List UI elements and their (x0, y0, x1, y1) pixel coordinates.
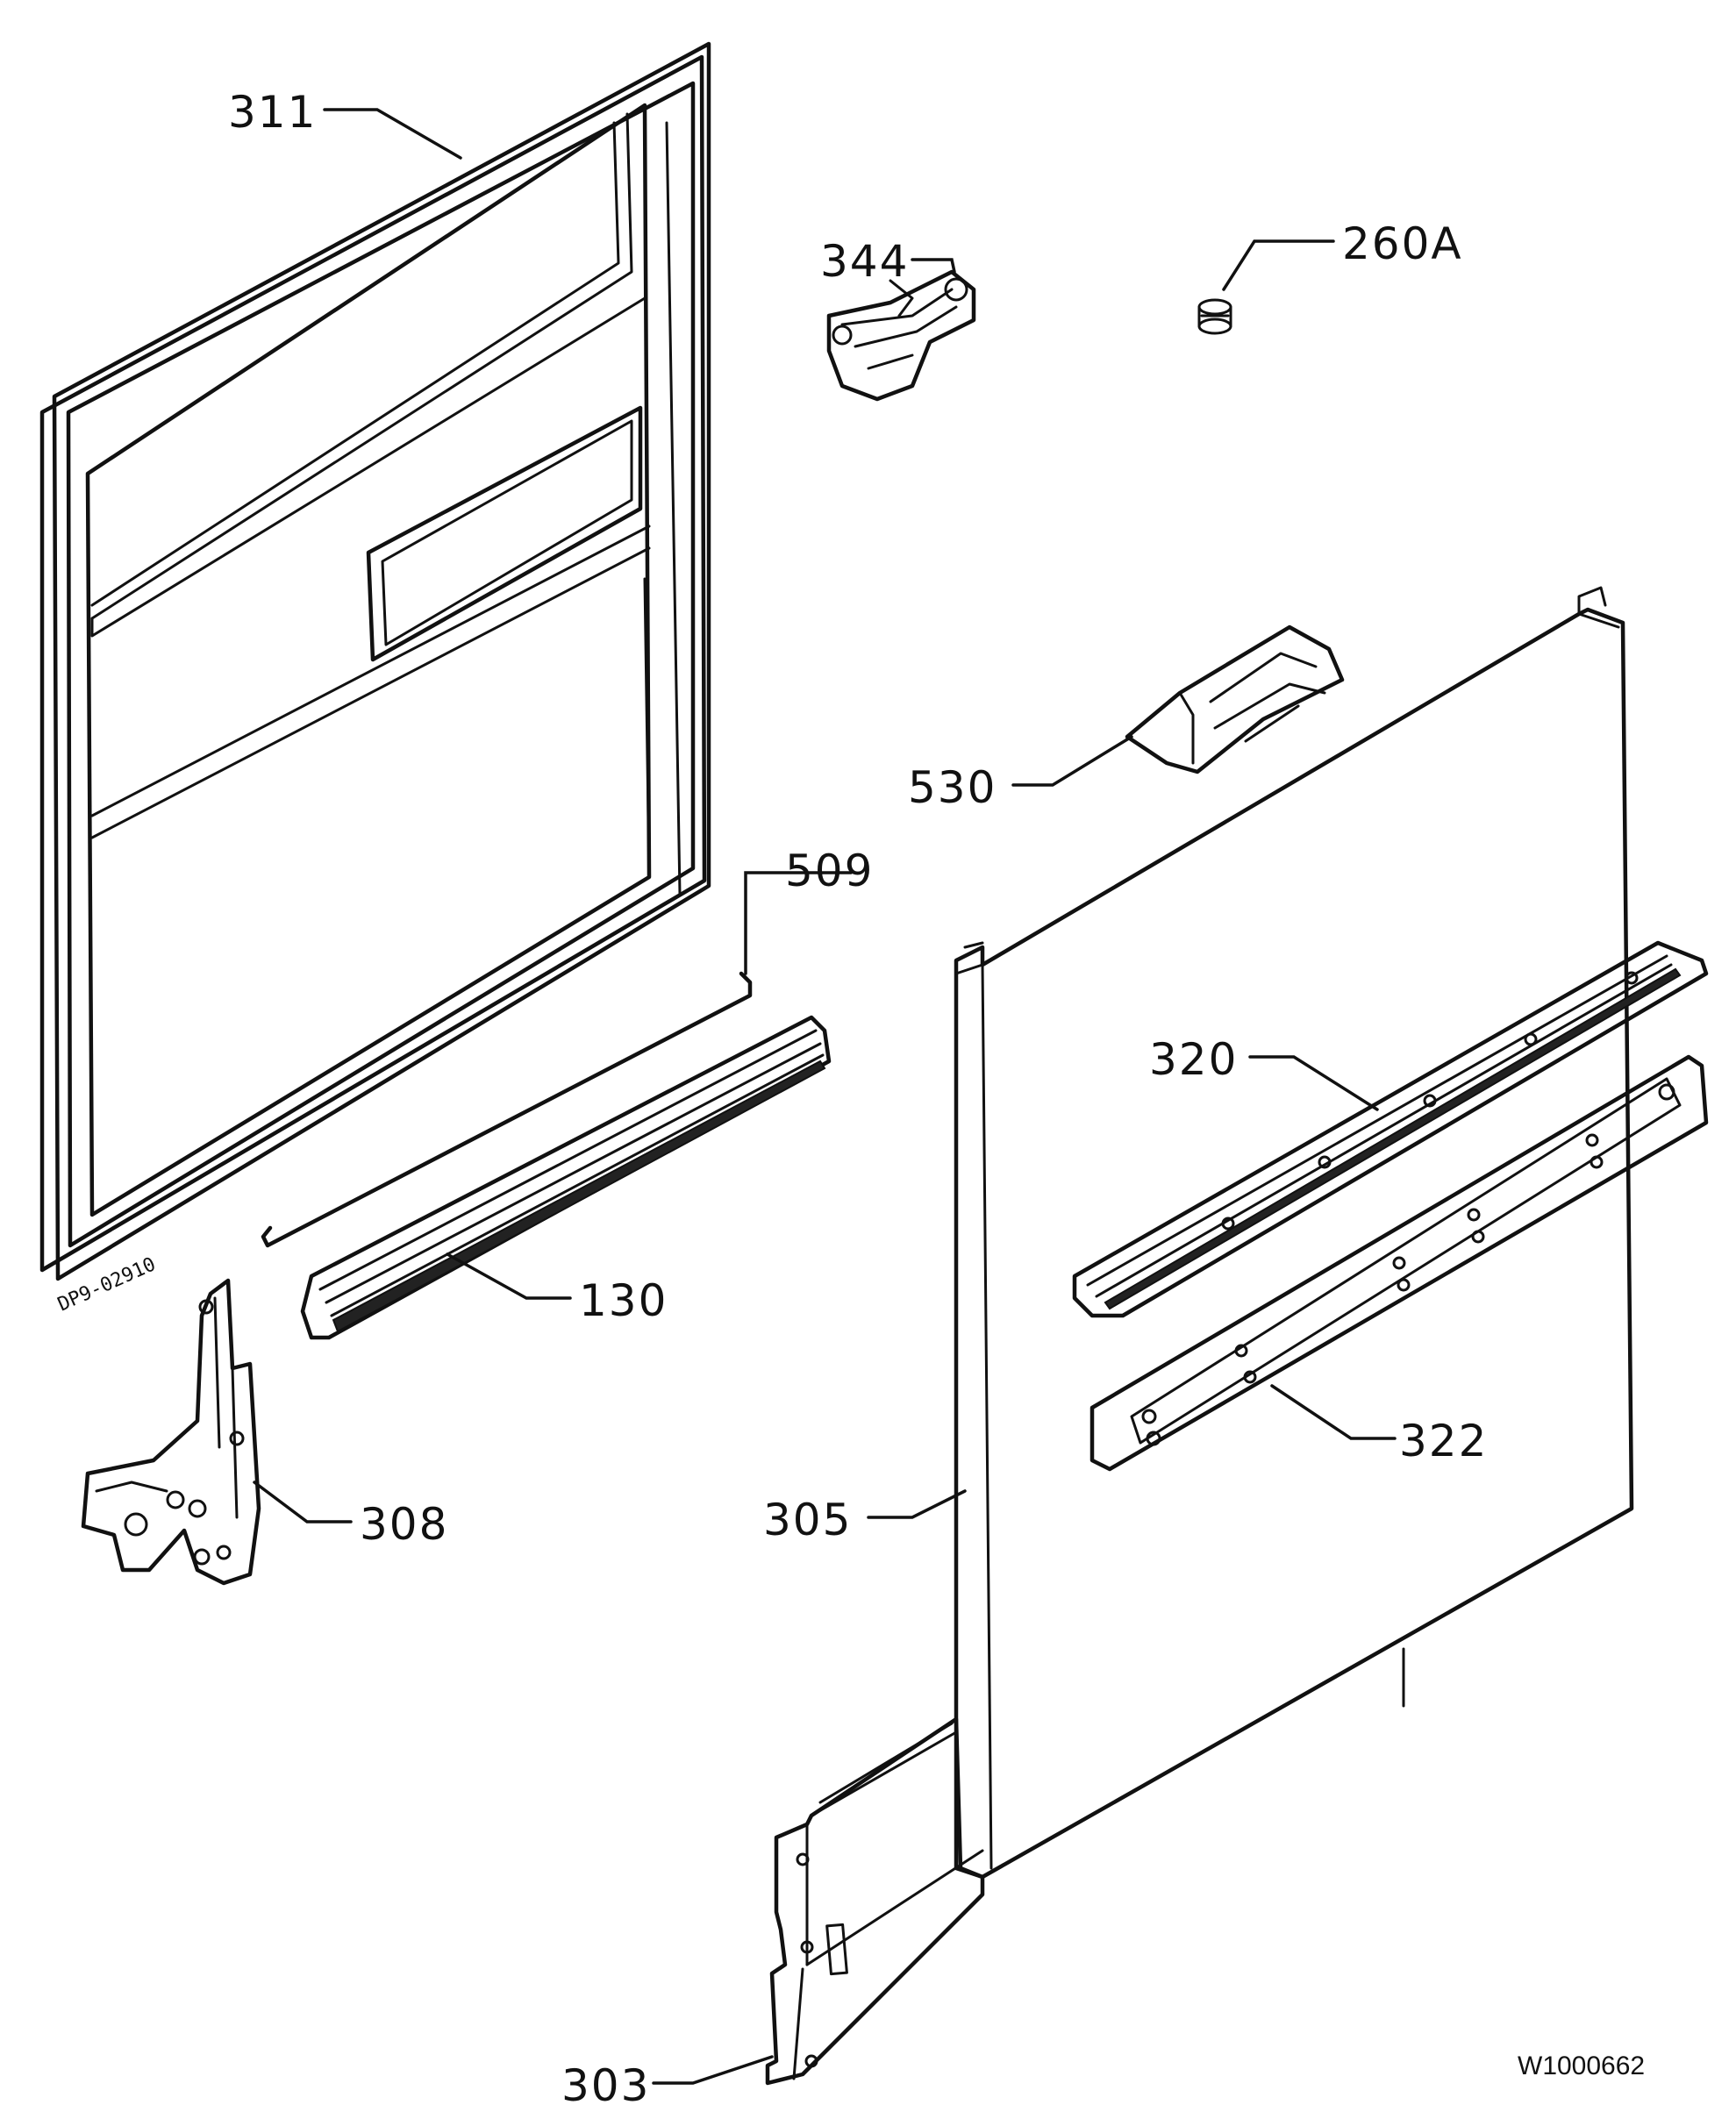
part-530-handle[interactable] (1125, 624, 1345, 774)
part-305-outer-panel[interactable] (954, 586, 1709, 1880)
part-311-label: 311 (228, 87, 317, 138)
part-260a-label: 260A (1342, 218, 1463, 269)
part-509-label: 509 (785, 846, 874, 896)
part-320-label: 320 (1149, 1034, 1238, 1085)
leader-lines (253, 108, 1397, 2085)
part-308-label: 308 (360, 1499, 448, 1550)
part-509-wire-rod[interactable] (261, 971, 753, 1248)
part-344-door-lock[interactable] (826, 269, 976, 402)
part-labels: 311 344 260A 530 509 320 130 322 308 305… (228, 87, 1488, 2105)
part-322-lower-profile[interactable] (1089, 1054, 1709, 1472)
part-530-label: 530 (908, 762, 997, 813)
drawing-stamp: DP9-02910 (54, 1253, 159, 1316)
part-308-hinge[interactable] (81, 1278, 261, 1586)
part-260a-bush[interactable] (1197, 298, 1232, 335)
part-303-plinth[interactable] (765, 1716, 985, 2086)
part-130-seal-strip[interactable] (300, 1015, 832, 1340)
part-322-label: 322 (1399, 1416, 1488, 1466)
part-311-inner-door[interactable] (39, 41, 711, 1281)
part-344-label: 344 (820, 236, 909, 287)
drawing-code: W1000662 (1518, 2051, 1645, 2080)
part-303-label: 303 (561, 2060, 650, 2105)
part-320-upper-profile[interactable] (1072, 940, 1709, 1318)
part-130-label: 130 (579, 1275, 668, 1326)
part-305-label: 305 (763, 1495, 852, 1545)
